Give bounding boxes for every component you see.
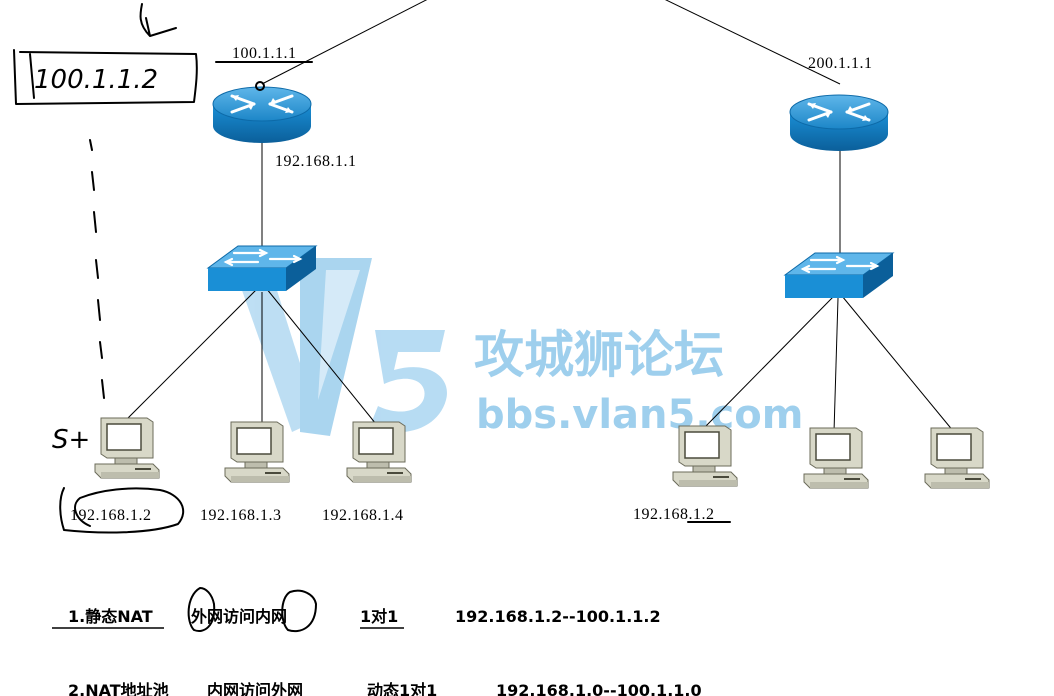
pc-right-1-icon: [672, 425, 738, 487]
note-2-range: 192.168.1.0--100.1.1.0: [496, 681, 702, 696]
watermark-name: 攻城狮论坛: [474, 326, 724, 384]
left-router-lan-ip: 192.168.1.1: [275, 153, 357, 170]
host-left-2-ip: 192.168.1.3: [200, 507, 282, 524]
link-left-router-uplink: [261, 0, 428, 85]
link-left-switch-pc3: [265, 287, 377, 425]
switch-right-icon: [783, 251, 895, 300]
note-2-direction: 内网访问外网: [207, 681, 303, 696]
watermark-logo-icon: V5: [232, 258, 447, 436]
host-right-1-ip: 192.168.1.2: [633, 506, 715, 523]
pc-left-3-icon: [346, 421, 412, 483]
router-right-icon: [788, 93, 890, 153]
note-2-mapping: 动态1对1: [367, 681, 437, 696]
hand-circle-host-icon: [59, 487, 185, 534]
note-1-circle-icon: [187, 587, 216, 632]
pc-right-3-icon: [924, 427, 990, 489]
pc-left-1-icon: [94, 417, 160, 479]
hand-side-note: S+: [52, 425, 90, 455]
note-1-range: 192.168.1.2--100.1.1.2: [455, 607, 661, 626]
host-left-3-ip: 192.168.1.4: [322, 507, 404, 524]
watermark-url: bbs.vlan5.com: [476, 392, 803, 438]
hand-dashed-line-icon: [89, 139, 105, 399]
link-right-switch-pc1: [703, 295, 835, 429]
hand-arrow-icon: [139, 3, 177, 37]
links: [125, 0, 955, 433]
hand-box-icon: [13, 49, 198, 105]
right-router-wan-ip: 200.1.1.1: [808, 55, 873, 72]
switch-left-icon: [206, 244, 318, 293]
note-1-mapping: 1对1: [360, 607, 398, 626]
notes: 1.静态NAT 外网访问内网 1对1 192.168.1.2--100.1.1.…: [52, 587, 702, 696]
link-right-switch-pc3: [841, 295, 955, 433]
note-1-direction: 外网访问内网: [190, 607, 287, 626]
router-left-icon: [211, 85, 313, 145]
host-left-1-ip: 192.168.1.2: [70, 507, 152, 524]
note-1-type: 1.静态NAT: [68, 607, 153, 626]
link-right-switch-pc2: [833, 297, 839, 433]
left-router-wan-ip: 100.1.1.1: [232, 45, 297, 62]
hand-dot-icon: [255, 81, 265, 91]
note-2-type: 2.NAT地址池: [68, 681, 169, 696]
pc-right-2-icon: [803, 427, 869, 489]
handwriting: 100.1.1.2 S+: [13, 3, 731, 534]
link-right-router-uplink: [664, 0, 841, 85]
pc-left-2-icon: [224, 421, 290, 483]
hand-box-ip: 100.1.1.2: [34, 65, 158, 95]
link-left-switch-pc1: [125, 287, 259, 421]
note-1-circle-2-icon: [281, 589, 317, 633]
watermark: V5 攻城狮论坛 bbs.vlan5.com: [232, 258, 803, 438]
